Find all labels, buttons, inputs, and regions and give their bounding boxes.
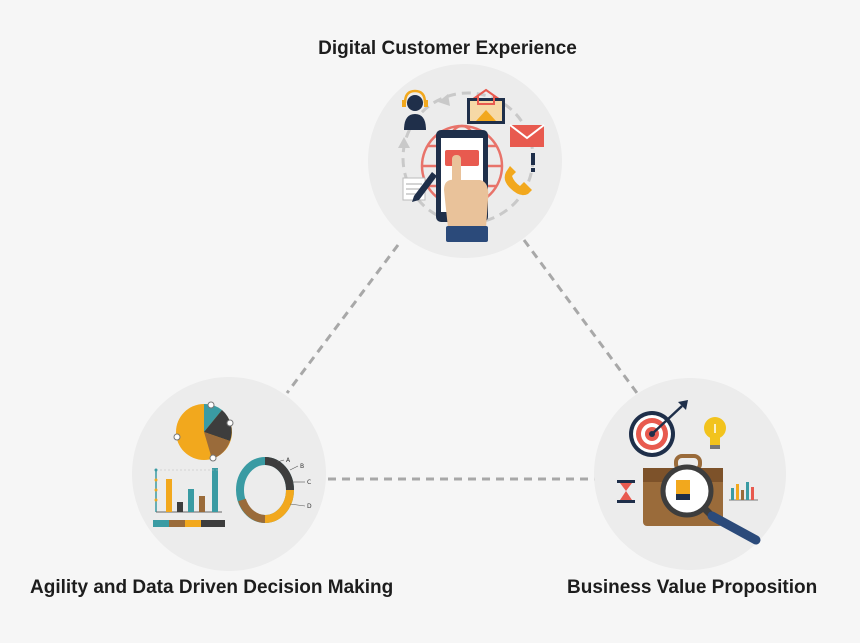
target-icon	[629, 400, 688, 457]
mail-icon	[509, 124, 545, 147]
node-left: A B C D	[132, 377, 326, 571]
connectors	[285, 239, 639, 481]
node-right	[594, 378, 786, 570]
ring-legend-label: A	[286, 457, 291, 464]
ring-legend-label: D	[307, 503, 312, 510]
headset-user-icon	[402, 89, 428, 130]
exclamation-icon	[531, 153, 535, 172]
node-top	[368, 64, 562, 258]
arrow-head-icon	[398, 137, 410, 148]
ring-chart-icon: A B C D	[236, 457, 312, 523]
ring-legend-label: C	[307, 479, 311, 486]
laptop-home-icon	[467, 88, 505, 124]
magnifier-icon	[660, 464, 761, 545]
pie-chart-icon	[173, 401, 234, 462]
arrow-head-icon	[438, 94, 450, 106]
ring-legend-label: B	[300, 463, 304, 470]
connector-top-right	[522, 239, 639, 394]
node-left-circle	[132, 377, 326, 571]
node-left-label: Agility and Data Driven Decision Making	[30, 577, 394, 598]
connector-top-left	[285, 244, 400, 394]
lightbulb-icon	[704, 417, 726, 449]
node-right-label: Business Value Proposition	[567, 577, 818, 598]
mini-bar-chart-icon	[729, 482, 758, 501]
smartphone-touch-icon	[436, 130, 489, 242]
pencil-document-icon	[402, 172, 437, 202]
phone-icon	[504, 166, 532, 196]
node-top-label: Digital Customer Experience	[318, 38, 577, 59]
bar-chart-icon	[153, 468, 225, 527]
hourglass-icon	[617, 480, 635, 503]
